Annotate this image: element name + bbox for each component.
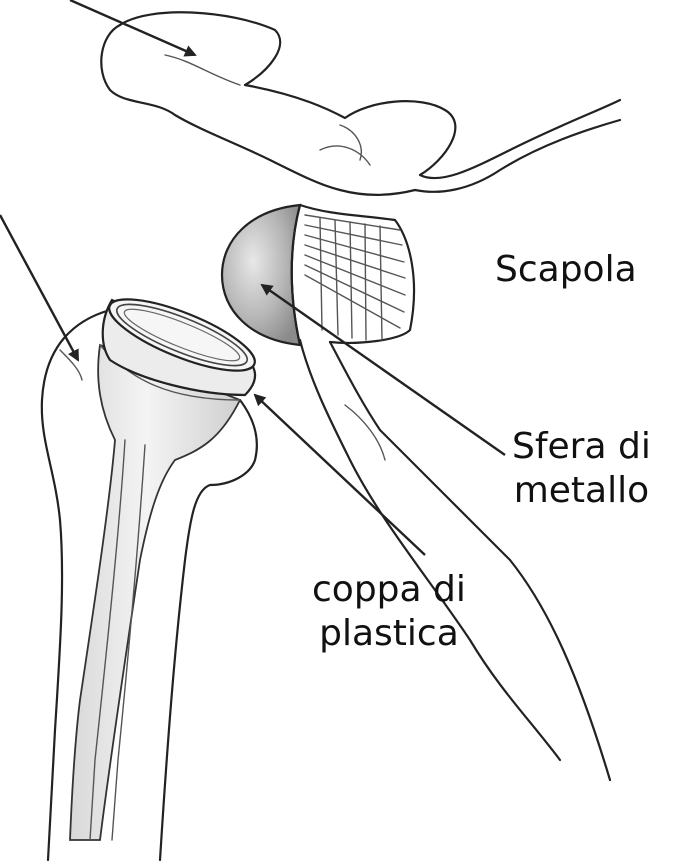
arrow-humerus bbox=[0, 215, 78, 360]
metal-ball-label: Sfera di metallo bbox=[512, 425, 651, 513]
arrow-acromion bbox=[70, 0, 195, 55]
scapula-label: Scapola bbox=[495, 248, 637, 292]
arrow-metal-ball bbox=[262, 285, 505, 455]
arrow-plastic-cup bbox=[255, 395, 425, 555]
plastic-cup-label: coppa di plastica bbox=[312, 568, 466, 656]
acromion-bone bbox=[101, 12, 620, 195]
metal-ball-implant bbox=[222, 205, 300, 345]
humeral-stem-implant bbox=[70, 345, 240, 840]
